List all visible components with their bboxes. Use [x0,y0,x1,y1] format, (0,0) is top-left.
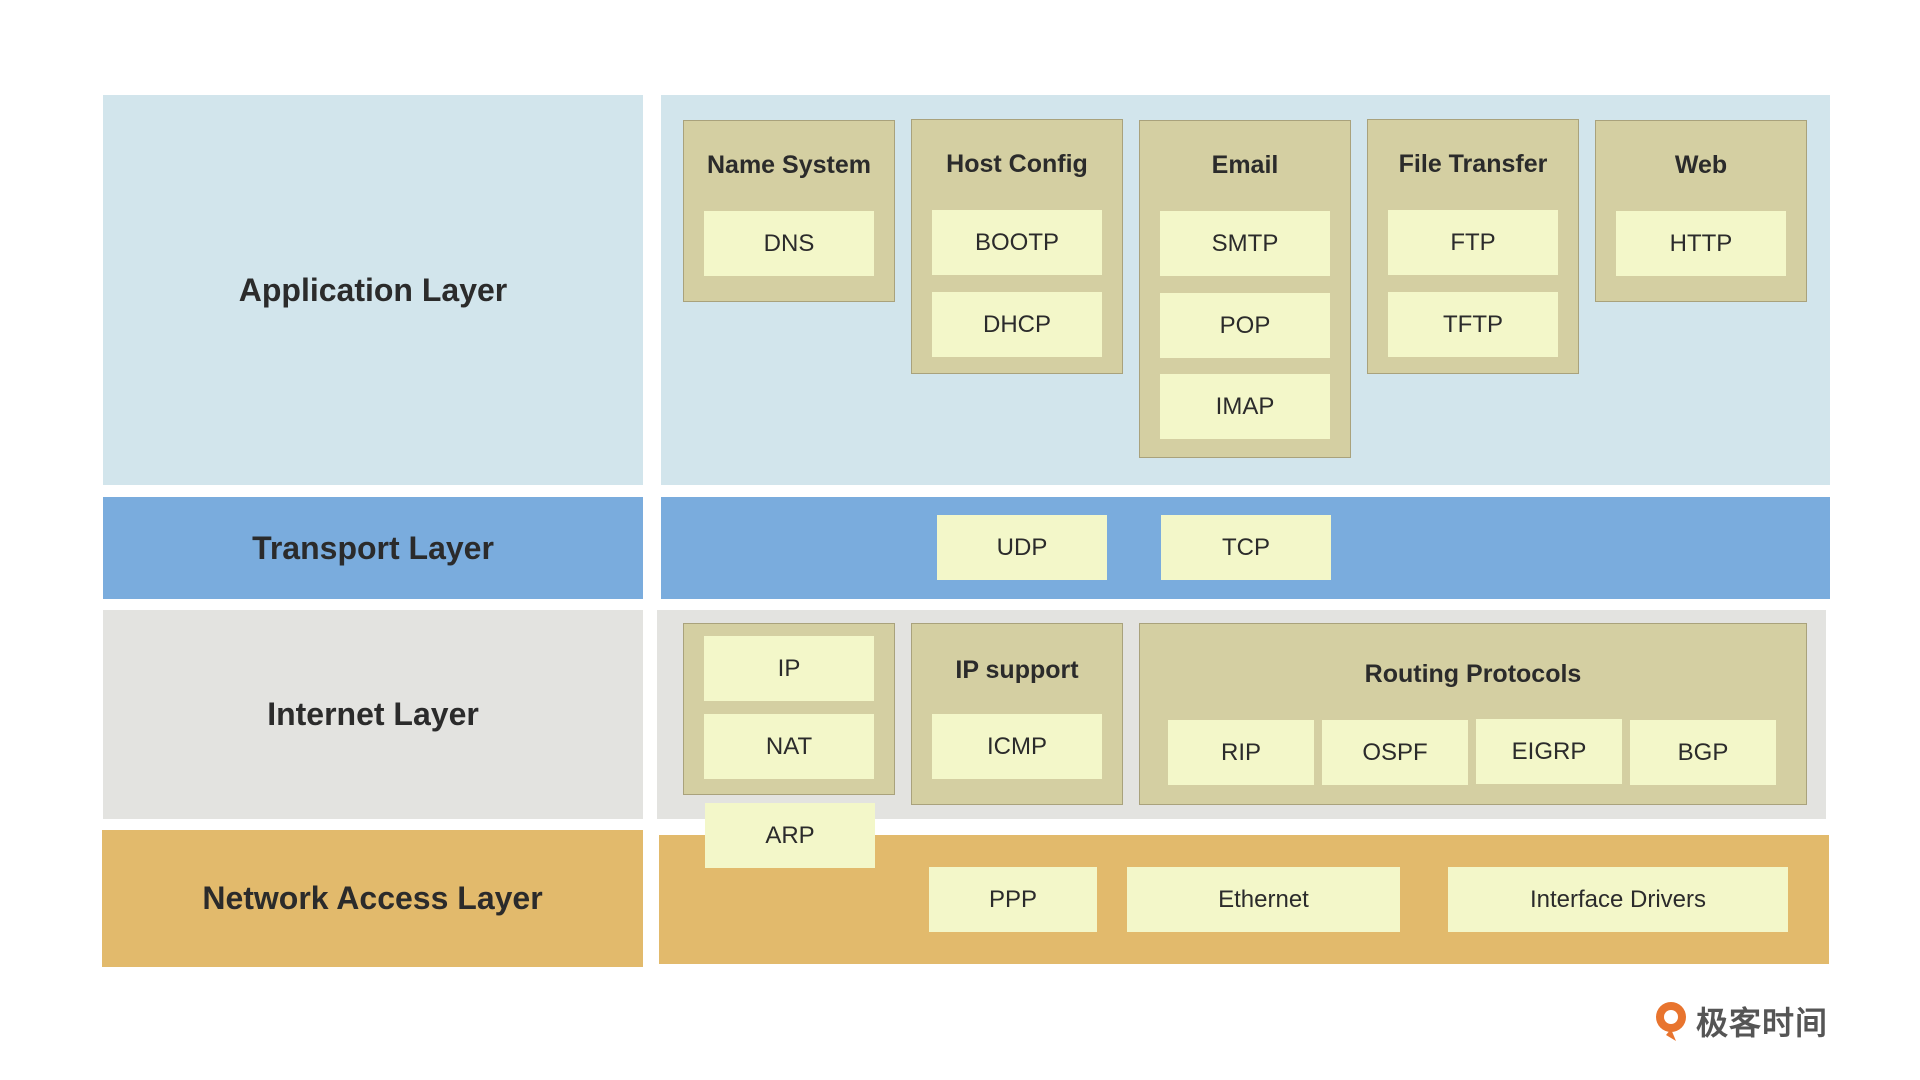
brand-logo-icon [1656,1002,1686,1041]
protocol-pop: POP [1160,293,1330,358]
group-ip-support: IP support ICMP [911,623,1123,805]
application-layer-label: Application Layer [103,95,643,485]
protocol-tcp: TCP [1161,515,1331,580]
protocol-icmp: ICMP [932,714,1102,779]
group-title-name-system: Name System [707,151,871,179]
protocol-ip: IP [704,636,874,701]
group-routing-protocols: Routing Protocols RIP OSPF EIGRP BGP [1139,623,1807,805]
protocol-bootp: BOOTP [932,210,1102,275]
group-web: Web HTTP [1595,120,1807,302]
brand-logo: 极客时间 [1652,996,1837,1046]
protocol-smtp: SMTP [1160,211,1330,276]
protocol-rip: RIP [1168,720,1314,785]
transport-layer-label: Transport Layer [103,497,643,599]
protocol-ethernet: Ethernet [1127,867,1400,932]
group-host-config: Host Config BOOTP DHCP [911,119,1123,374]
group-title-file-transfer: File Transfer [1398,150,1548,178]
application-layer-title: Application Layer [238,271,508,308]
group-title-ip-support: IP support [955,656,1079,684]
protocol-nat: NAT [704,714,874,779]
protocol-ppp: PPP [929,867,1097,932]
protocol-imap: IMAP [1160,374,1330,439]
group-file-transfer: File Transfer FTP TFTP [1367,119,1579,374]
group-name-system: Name System DNS [683,120,895,302]
group-email: Email SMTP POP IMAP [1139,120,1351,458]
group-ip: IP NAT [683,623,895,795]
group-title-routing-protocols: Routing Protocols [1364,660,1582,688]
protocol-arp: ARP [705,803,875,868]
protocol-tftp: TFTP [1388,292,1558,357]
protocol-http: HTTP [1616,211,1786,276]
protocol-ospf: OSPF [1322,720,1468,785]
network-access-layer-title: Network Access Layer [202,880,543,916]
protocol-interface-drivers: Interface Drivers [1448,867,1788,932]
protocol-dhcp: DHCP [932,292,1102,357]
protocol-bgp: BGP [1630,720,1776,785]
protocol-eigrp: EIGRP [1476,719,1622,784]
internet-layer-label: Internet Layer [103,610,643,819]
protocol-ftp: FTP [1388,210,1558,275]
group-title-web: Web [1674,151,1728,179]
group-title-email: Email [1211,151,1279,179]
network-access-layer-label: Network Access Layer [102,830,643,967]
brand-logo-text: 极客时间 [1696,1005,1829,1041]
protocol-udp: UDP [937,515,1107,580]
group-title-host-config: Host Config [946,150,1088,178]
protocol-dns: DNS [704,211,874,276]
transport-layer-title: Transport Layer [252,529,494,566]
internet-layer-title: Internet Layer [267,696,479,732]
